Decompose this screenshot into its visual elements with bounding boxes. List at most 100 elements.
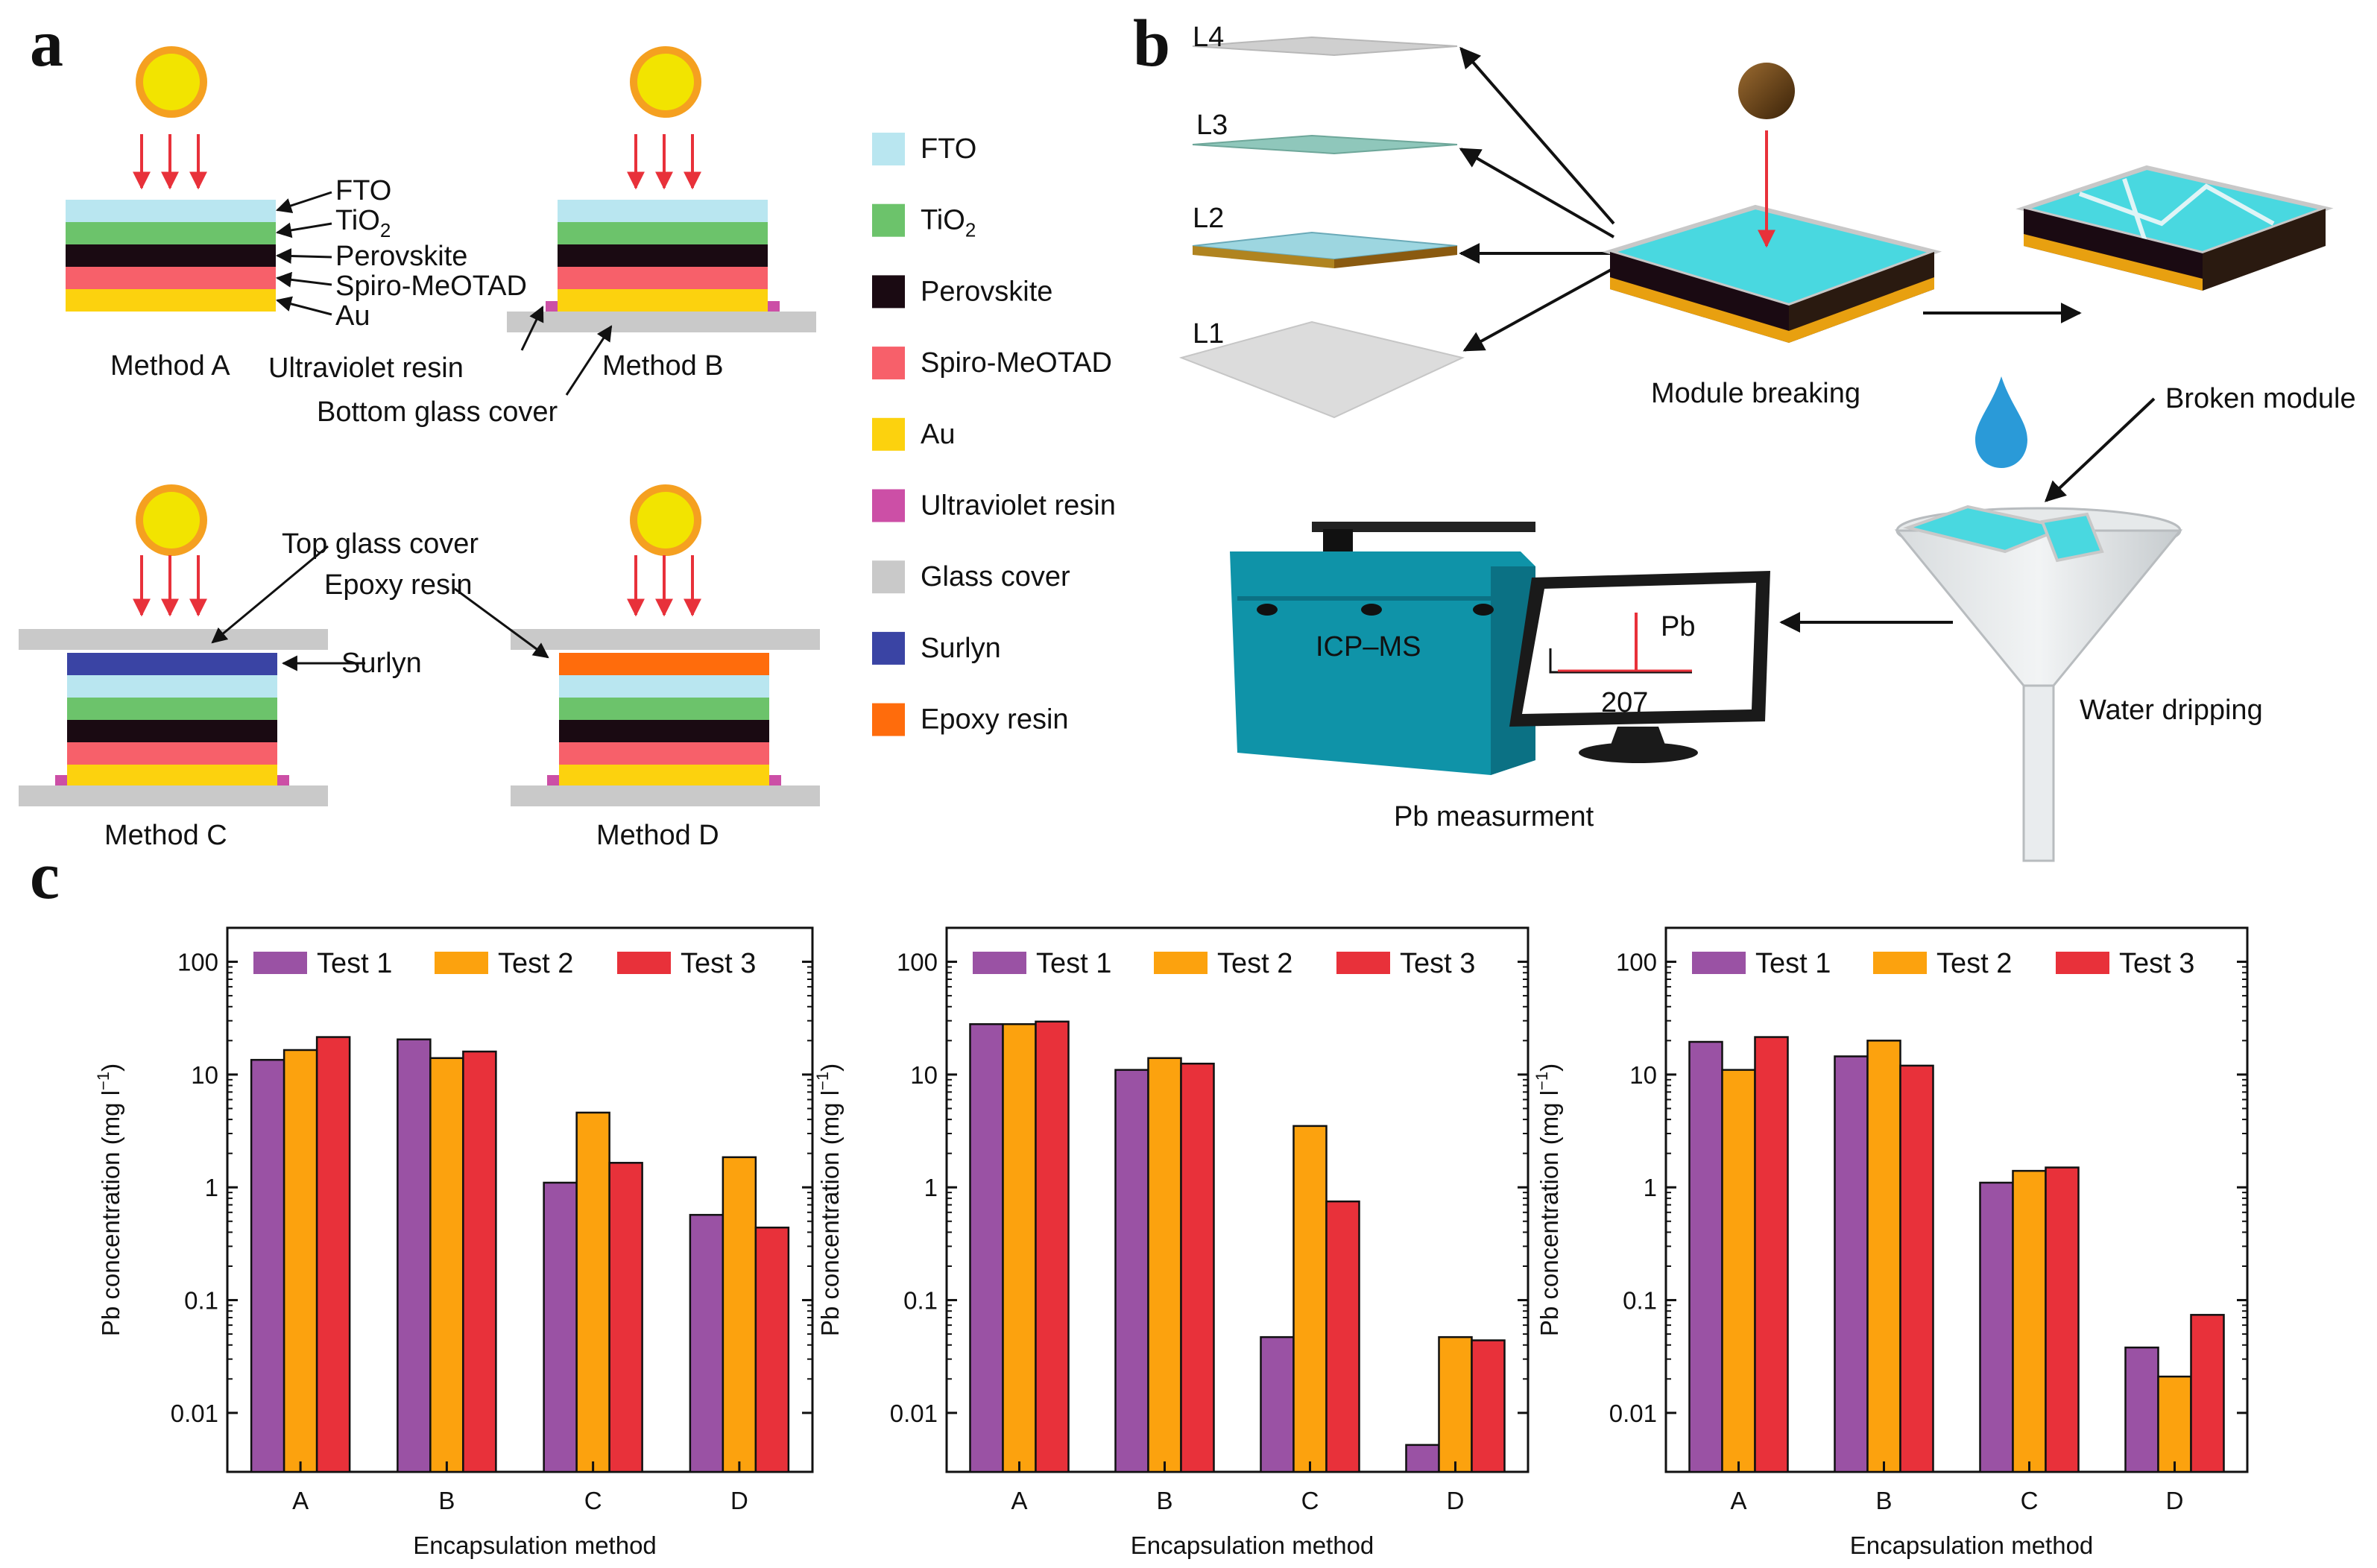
- panel-a-schematic: FTO TiO2 Perovskite Spiro-MeOTAD Au Meth…: [19, 46, 1116, 851]
- legend-label: FTO: [921, 133, 976, 165]
- x-tick-label: D: [1447, 1487, 1465, 1514]
- bar: [1325, 1200, 1360, 1473]
- funnel-icon: [1894, 505, 2183, 862]
- x-tick-label: A: [1011, 1487, 1027, 1514]
- panel-b-process: L4 L3 L2 L1 Module breaking: [1178, 22, 2356, 862]
- method-c-label: Method C: [104, 820, 227, 851]
- legend-label: Glass cover: [921, 561, 1070, 592]
- water-drop-icon: [1975, 376, 2027, 468]
- bar: [689, 1213, 725, 1473]
- legend-swatch: [872, 203, 905, 237]
- legend-swatch: [617, 952, 671, 974]
- bar: [608, 1162, 643, 1473]
- layer-label-l2: L2: [1193, 203, 1224, 234]
- bar: [1405, 1444, 1440, 1473]
- sun-icon: [136, 484, 207, 556]
- legend-label: Test 1: [317, 948, 392, 979]
- bar: [2124, 1346, 2159, 1473]
- monitor-icon: [1509, 571, 1770, 763]
- y-tick-label: 0.1: [903, 1287, 938, 1315]
- label-au: Au: [335, 300, 370, 332]
- legend-label: Test 3: [1400, 948, 1475, 979]
- legend-swatch: [1154, 952, 1208, 974]
- method-a-label: Method A: [110, 350, 230, 382]
- legend-swatch: [1873, 952, 1927, 974]
- broken-module: [2015, 165, 2334, 291]
- light-arrows: [133, 134, 701, 617]
- legend-label: Test 1: [1755, 948, 1831, 979]
- bar: [2190, 1314, 2225, 1473]
- legend-swatch: [872, 347, 905, 380]
- bar: [1688, 1040, 1723, 1473]
- bar: [1866, 1040, 1901, 1473]
- legend-label: Test 2: [498, 948, 573, 979]
- label-207: 207: [1601, 687, 1648, 718]
- bar: [1438, 1335, 1473, 1473]
- label-perovskite: Perovskite: [335, 241, 467, 272]
- bar: [1834, 1055, 1869, 1473]
- label-icp-ms: ICP–MS: [1316, 631, 1421, 663]
- y-tick-label: 10: [191, 1061, 218, 1089]
- x-tick-label: B: [438, 1487, 455, 1514]
- y-tick-label: 0.01: [890, 1400, 938, 1427]
- stack-method-b: [507, 200, 816, 332]
- label-tio2: TiO2: [335, 205, 391, 241]
- layer-label-l3: L3: [1196, 110, 1228, 141]
- bar: [2012, 1169, 2047, 1473]
- x-axis-title: Encapsulation method: [1131, 1531, 1374, 1559]
- bar: [315, 1036, 351, 1473]
- legend-label: Spiro-MeOTAD: [921, 347, 1112, 379]
- stack-method-a: [66, 200, 276, 312]
- plot-frame: [1664, 926, 2249, 1473]
- y-tick-label: 1: [924, 1174, 938, 1201]
- stack-method-d: [511, 629, 820, 806]
- panel-label-a: a: [30, 7, 63, 80]
- x-tick-label: B: [1156, 1487, 1172, 1514]
- legend-swatch: [2056, 952, 2109, 974]
- sun-icon: [136, 46, 207, 118]
- plot-frame: [226, 926, 814, 1473]
- y-axis-title: Pb concentration (mg l−1): [94, 1063, 124, 1336]
- legend-label: Test 3: [2119, 948, 2194, 979]
- legend-swatch: [872, 489, 905, 522]
- legend-label: Test 3: [681, 948, 756, 979]
- x-tick-label: C: [1301, 1487, 1319, 1514]
- x-tick-label: A: [292, 1487, 309, 1514]
- x-tick-label: C: [584, 1487, 602, 1514]
- legend-label: Epoxy resin: [921, 704, 1069, 736]
- y-tick-label: 100: [177, 949, 218, 976]
- legend-label: Perovskite: [921, 276, 1052, 307]
- label-pb: Pb: [1661, 611, 1695, 642]
- legend-swatch: [872, 560, 905, 594]
- layer-l4: [1192, 36, 1458, 57]
- bar: [543, 1181, 578, 1473]
- legend-label: Test 2: [1936, 948, 2012, 979]
- stack-method-c: [19, 629, 328, 806]
- x-axis-title: Encapsulation method: [1850, 1531, 2094, 1559]
- x-tick-label: D: [2166, 1487, 2184, 1514]
- y-tick-label: 100: [1616, 949, 1657, 976]
- bar: [1260, 1335, 1295, 1473]
- label-water-dripping: Water dripping: [2080, 695, 2263, 726]
- layer-label-l4: L4: [1193, 22, 1224, 53]
- panel-label-b: b: [1133, 7, 1170, 80]
- bar: [1002, 1022, 1037, 1473]
- legend-swatch: [253, 952, 307, 974]
- y-tick-label: 0.1: [1623, 1287, 1657, 1315]
- bar: [1035, 1020, 1070, 1473]
- bar: [1721, 1069, 1756, 1473]
- label-top-glass: Top glass cover: [282, 528, 479, 560]
- legend-swatch: [872, 133, 905, 165]
- label-spiro: Spiro-MeOTAD: [335, 271, 527, 302]
- x-tick-label: B: [1875, 1487, 1892, 1514]
- y-axis-title: Pb concentration (mg l−1): [1532, 1063, 1563, 1336]
- label-uv-resin: Ultraviolet resin: [268, 353, 464, 384]
- sun-icon: [630, 46, 701, 118]
- bar: [1114, 1069, 1149, 1473]
- legend-swatch: [872, 275, 905, 309]
- legend-label: Surlyn: [921, 633, 1001, 664]
